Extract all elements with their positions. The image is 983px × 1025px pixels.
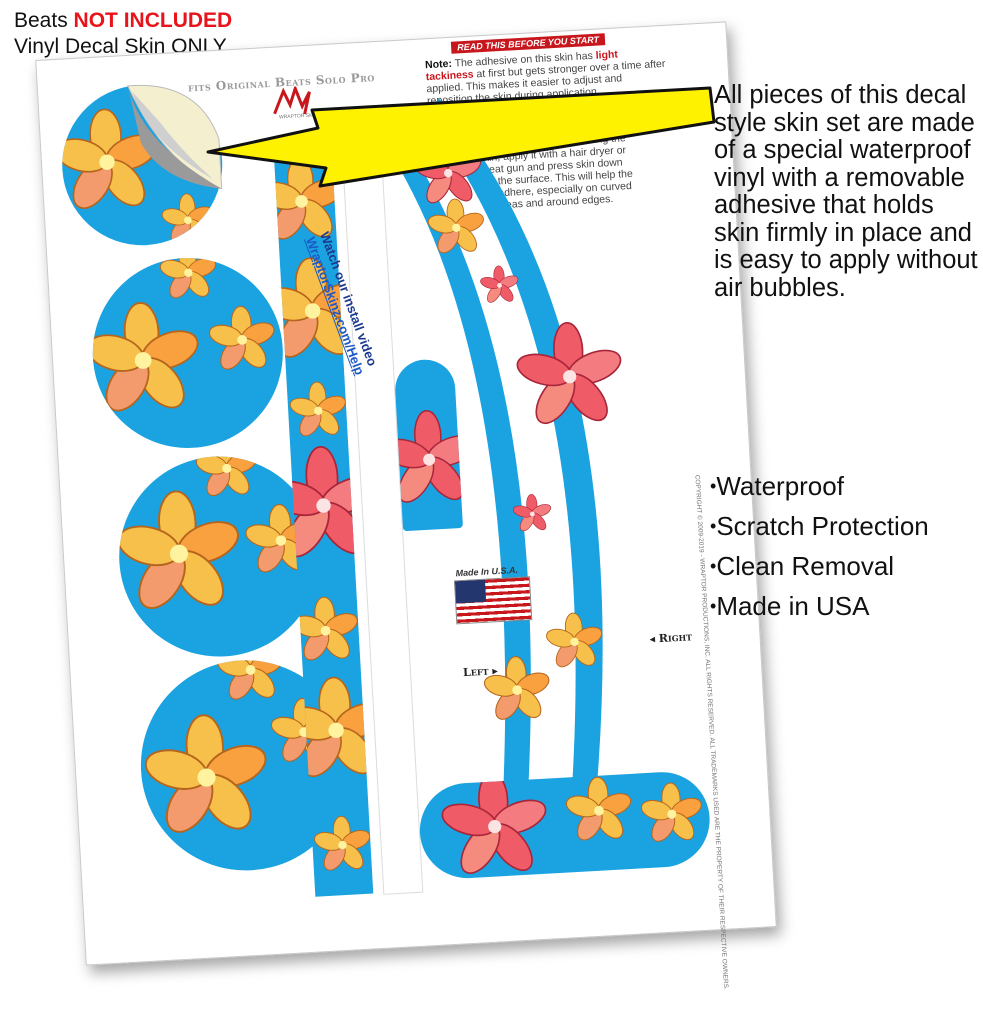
corner-label-prefix: Beats: [14, 9, 68, 32]
not-included-text: NOT INCLUDED: [73, 9, 233, 32]
feature-item-scratch-protection: Scratch Protection: [710, 506, 928, 546]
flower-icon: [287, 379, 350, 442]
feature-item-made-in-usa: Made in USA: [710, 586, 929, 626]
flower-icon: [138, 709, 275, 846]
flower-icon: [638, 780, 707, 849]
feature-item-waterproof: Waterproof: [710, 466, 929, 506]
flower-icon: [157, 253, 220, 305]
decal-sheet: fits Original Beats Solo Pro WRAPTOR SKI…: [35, 21, 777, 990]
corner-label: Beats NOT INCLUDED Vinyl Decal Skin ONLY: [14, 8, 232, 60]
left-label: Left ▸: [462, 664, 499, 680]
feature-list: Waterproof Scratch Protection Clean Remo…: [710, 466, 929, 626]
flower-icon: [289, 594, 363, 668]
flower-icon: [562, 774, 636, 848]
bottom-oval-piece: [417, 769, 713, 881]
flower-icon: [159, 191, 217, 249]
flower-icon: [205, 303, 279, 377]
peeling-corner-graphic: [127, 84, 223, 190]
left-label-text: Left: [462, 664, 489, 680]
flower-icon: [214, 655, 288, 707]
right-label-text: Right: [658, 630, 693, 646]
callout-text: All pieces of this decal style skin set …: [714, 81, 978, 302]
round-piece-2: [87, 252, 288, 454]
flower-icon: [193, 451, 262, 503]
earcup-arcs: [370, 98, 628, 797]
brand-logo: WRAPTOR SKINZ: [273, 84, 321, 120]
feature-item-clean-removal: Clean Removal: [710, 546, 929, 586]
corner-label-line1: Beats NOT INCLUDED: [14, 8, 232, 34]
brand-logo-text: WRAPTOR SKINZ: [279, 112, 321, 120]
flower-icon: [311, 813, 373, 876]
flower-icon: [437, 770, 553, 881]
flower-icon: [273, 154, 349, 249]
flower-icon: [88, 297, 207, 424]
us-flag-icon: [453, 576, 533, 625]
right-label: ◂ Right: [649, 630, 693, 646]
flower-icon: [114, 485, 248, 622]
